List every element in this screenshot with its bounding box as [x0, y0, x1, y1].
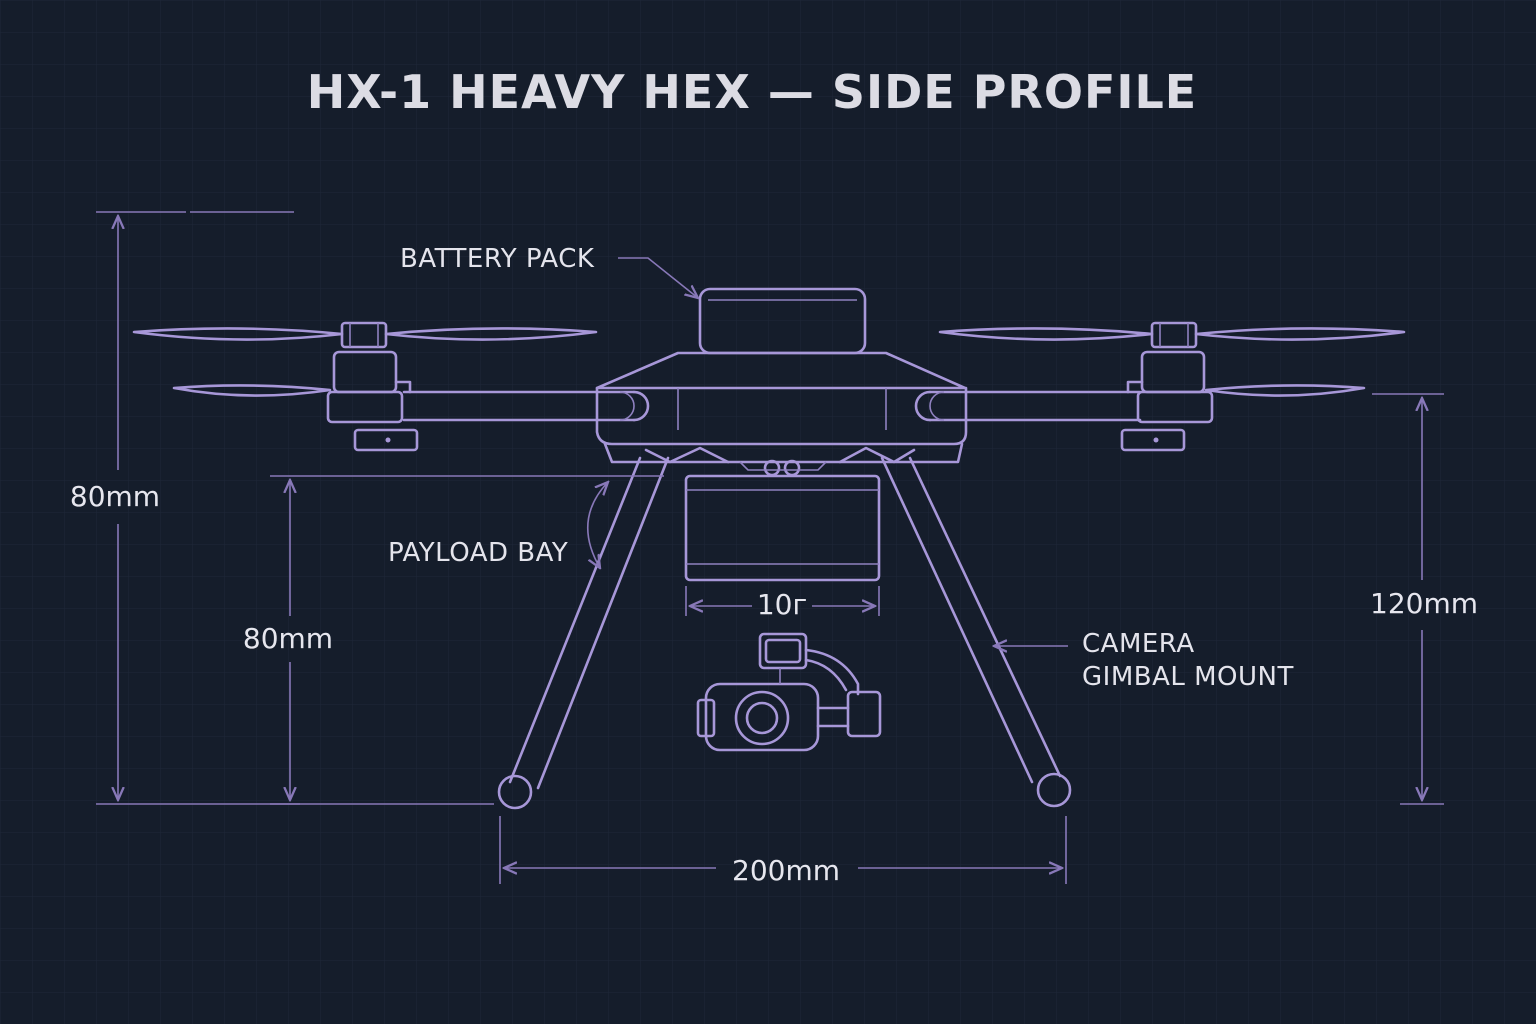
camera-label-line2: GIMBAL MOUNT [1082, 662, 1294, 692]
payload-bay-callout: PAYLOAD BAY [388, 482, 608, 568]
payload-bay-label: PAYLOAD BAY [388, 538, 568, 568]
camera-gimbal-callout: CAMERA GIMBAL MOUNT [994, 629, 1294, 692]
camera-label-line1: CAMERA [1082, 629, 1195, 659]
camera-gimbal [696, 632, 882, 752]
left-arm [402, 390, 650, 422]
drone-body [132, 287, 1406, 810]
leg-height-label: 80mm [243, 622, 333, 655]
right-height-label: 120mm [1370, 587, 1478, 620]
right-motor [938, 321, 1406, 452]
diagram-title: HX-1 HEAVY HEX — SIDE PROFILE [307, 65, 1197, 119]
payload-width-dimension: 10г [685, 586, 880, 621]
battery-pack-callout: BATTERY PACK [400, 244, 698, 298]
right-height-dimension: 120mm [1370, 393, 1478, 805]
payload-bay-shape [684, 474, 881, 582]
leg-span-label: 200mm [732, 854, 840, 887]
overall-height-label: 80mm [70, 480, 160, 513]
leg-height-dimension: 80mm [243, 475, 664, 805]
left-motor [132, 321, 598, 452]
leg-span-dimension: 200mm [499, 816, 1067, 887]
left-landing-leg [497, 456, 670, 810]
right-arm [914, 390, 1142, 422]
battery-pack-label: BATTERY PACK [400, 244, 595, 274]
right-landing-leg [880, 456, 1072, 808]
central-hub [595, 351, 968, 464]
payload-width-label: 10г [757, 588, 807, 621]
overall-height-dimension: 80mm [70, 211, 300, 805]
